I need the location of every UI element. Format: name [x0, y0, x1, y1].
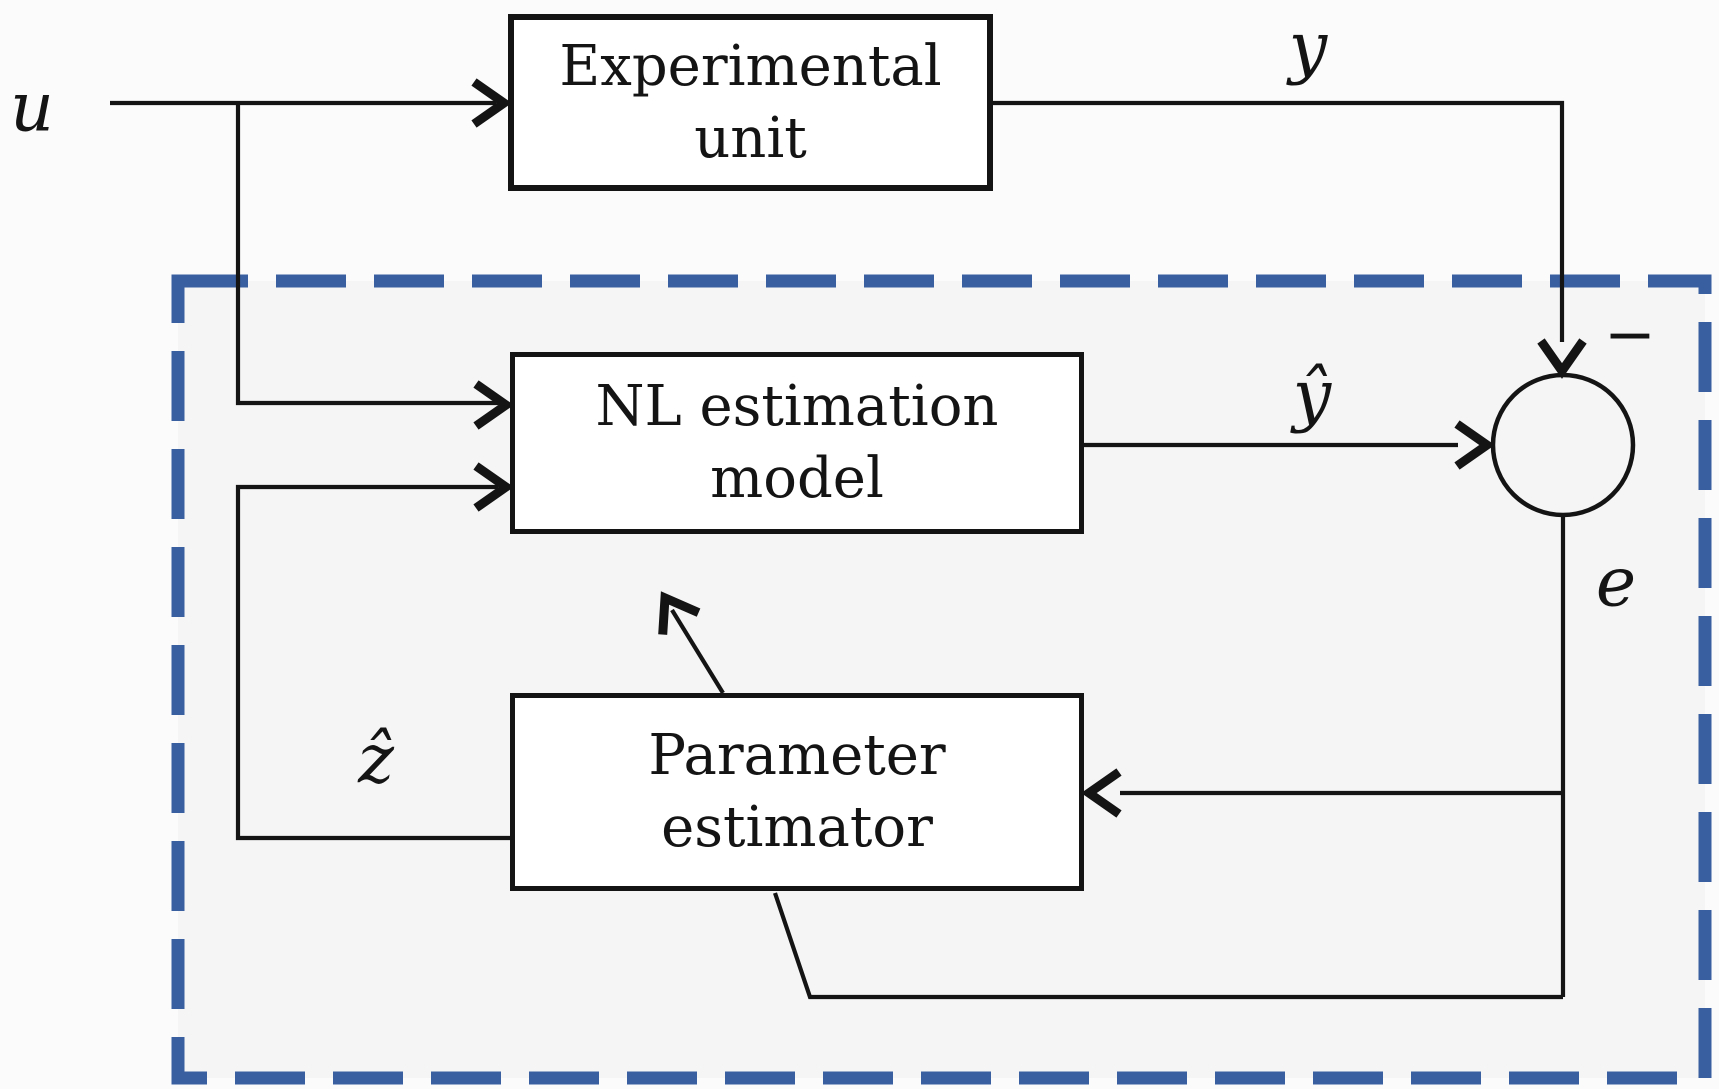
z-hat-feedback-line	[235, 484, 510, 841]
experimental-unit-label-line1: Experimental	[559, 33, 942, 99]
minus-sign-label: −	[1604, 297, 1656, 371]
parameter-estimator-label-line1: Parameter	[648, 723, 946, 788]
y-down-arrowhead	[1537, 338, 1587, 379]
e-signal-label: e	[1595, 543, 1637, 623]
u-branch-arrowhead	[473, 380, 514, 430]
y-hat-signal-label: ŷ	[1292, 356, 1332, 436]
parameter-estimator-box: Parameter estimator	[510, 693, 1084, 891]
update-line	[670, 608, 725, 695]
error-bottom-line	[773, 892, 1563, 1000]
nl-estimation-model-label-line2: model	[710, 446, 884, 511]
u-branch-line	[235, 103, 498, 406]
wires	[110, 78, 1587, 1000]
z-hat-arrowhead	[473, 462, 514, 512]
error-branch-arrowhead	[1081, 768, 1122, 818]
parameter-estimator-label-line2: estimator	[661, 795, 933, 860]
summing-junction	[1490, 372, 1636, 518]
y-output-line	[992, 100, 1565, 342]
experimental-unit-label-line2: unit	[694, 105, 807, 171]
u-signal-label: u	[10, 68, 54, 148]
experimental-unit-box: Experimental unit	[508, 14, 993, 191]
y-signal-label: y	[1288, 8, 1328, 88]
update-arrowhead	[658, 591, 701, 635]
z-hat-signal-label: ẑ	[358, 720, 394, 800]
nl-estimation-model-box: NL estimation model	[510, 352, 1084, 534]
y-hat-arrowhead	[1454, 420, 1495, 470]
nl-estimation-model-label-line1: NL estimation	[595, 374, 999, 439]
u-input-arrowhead	[471, 78, 512, 128]
